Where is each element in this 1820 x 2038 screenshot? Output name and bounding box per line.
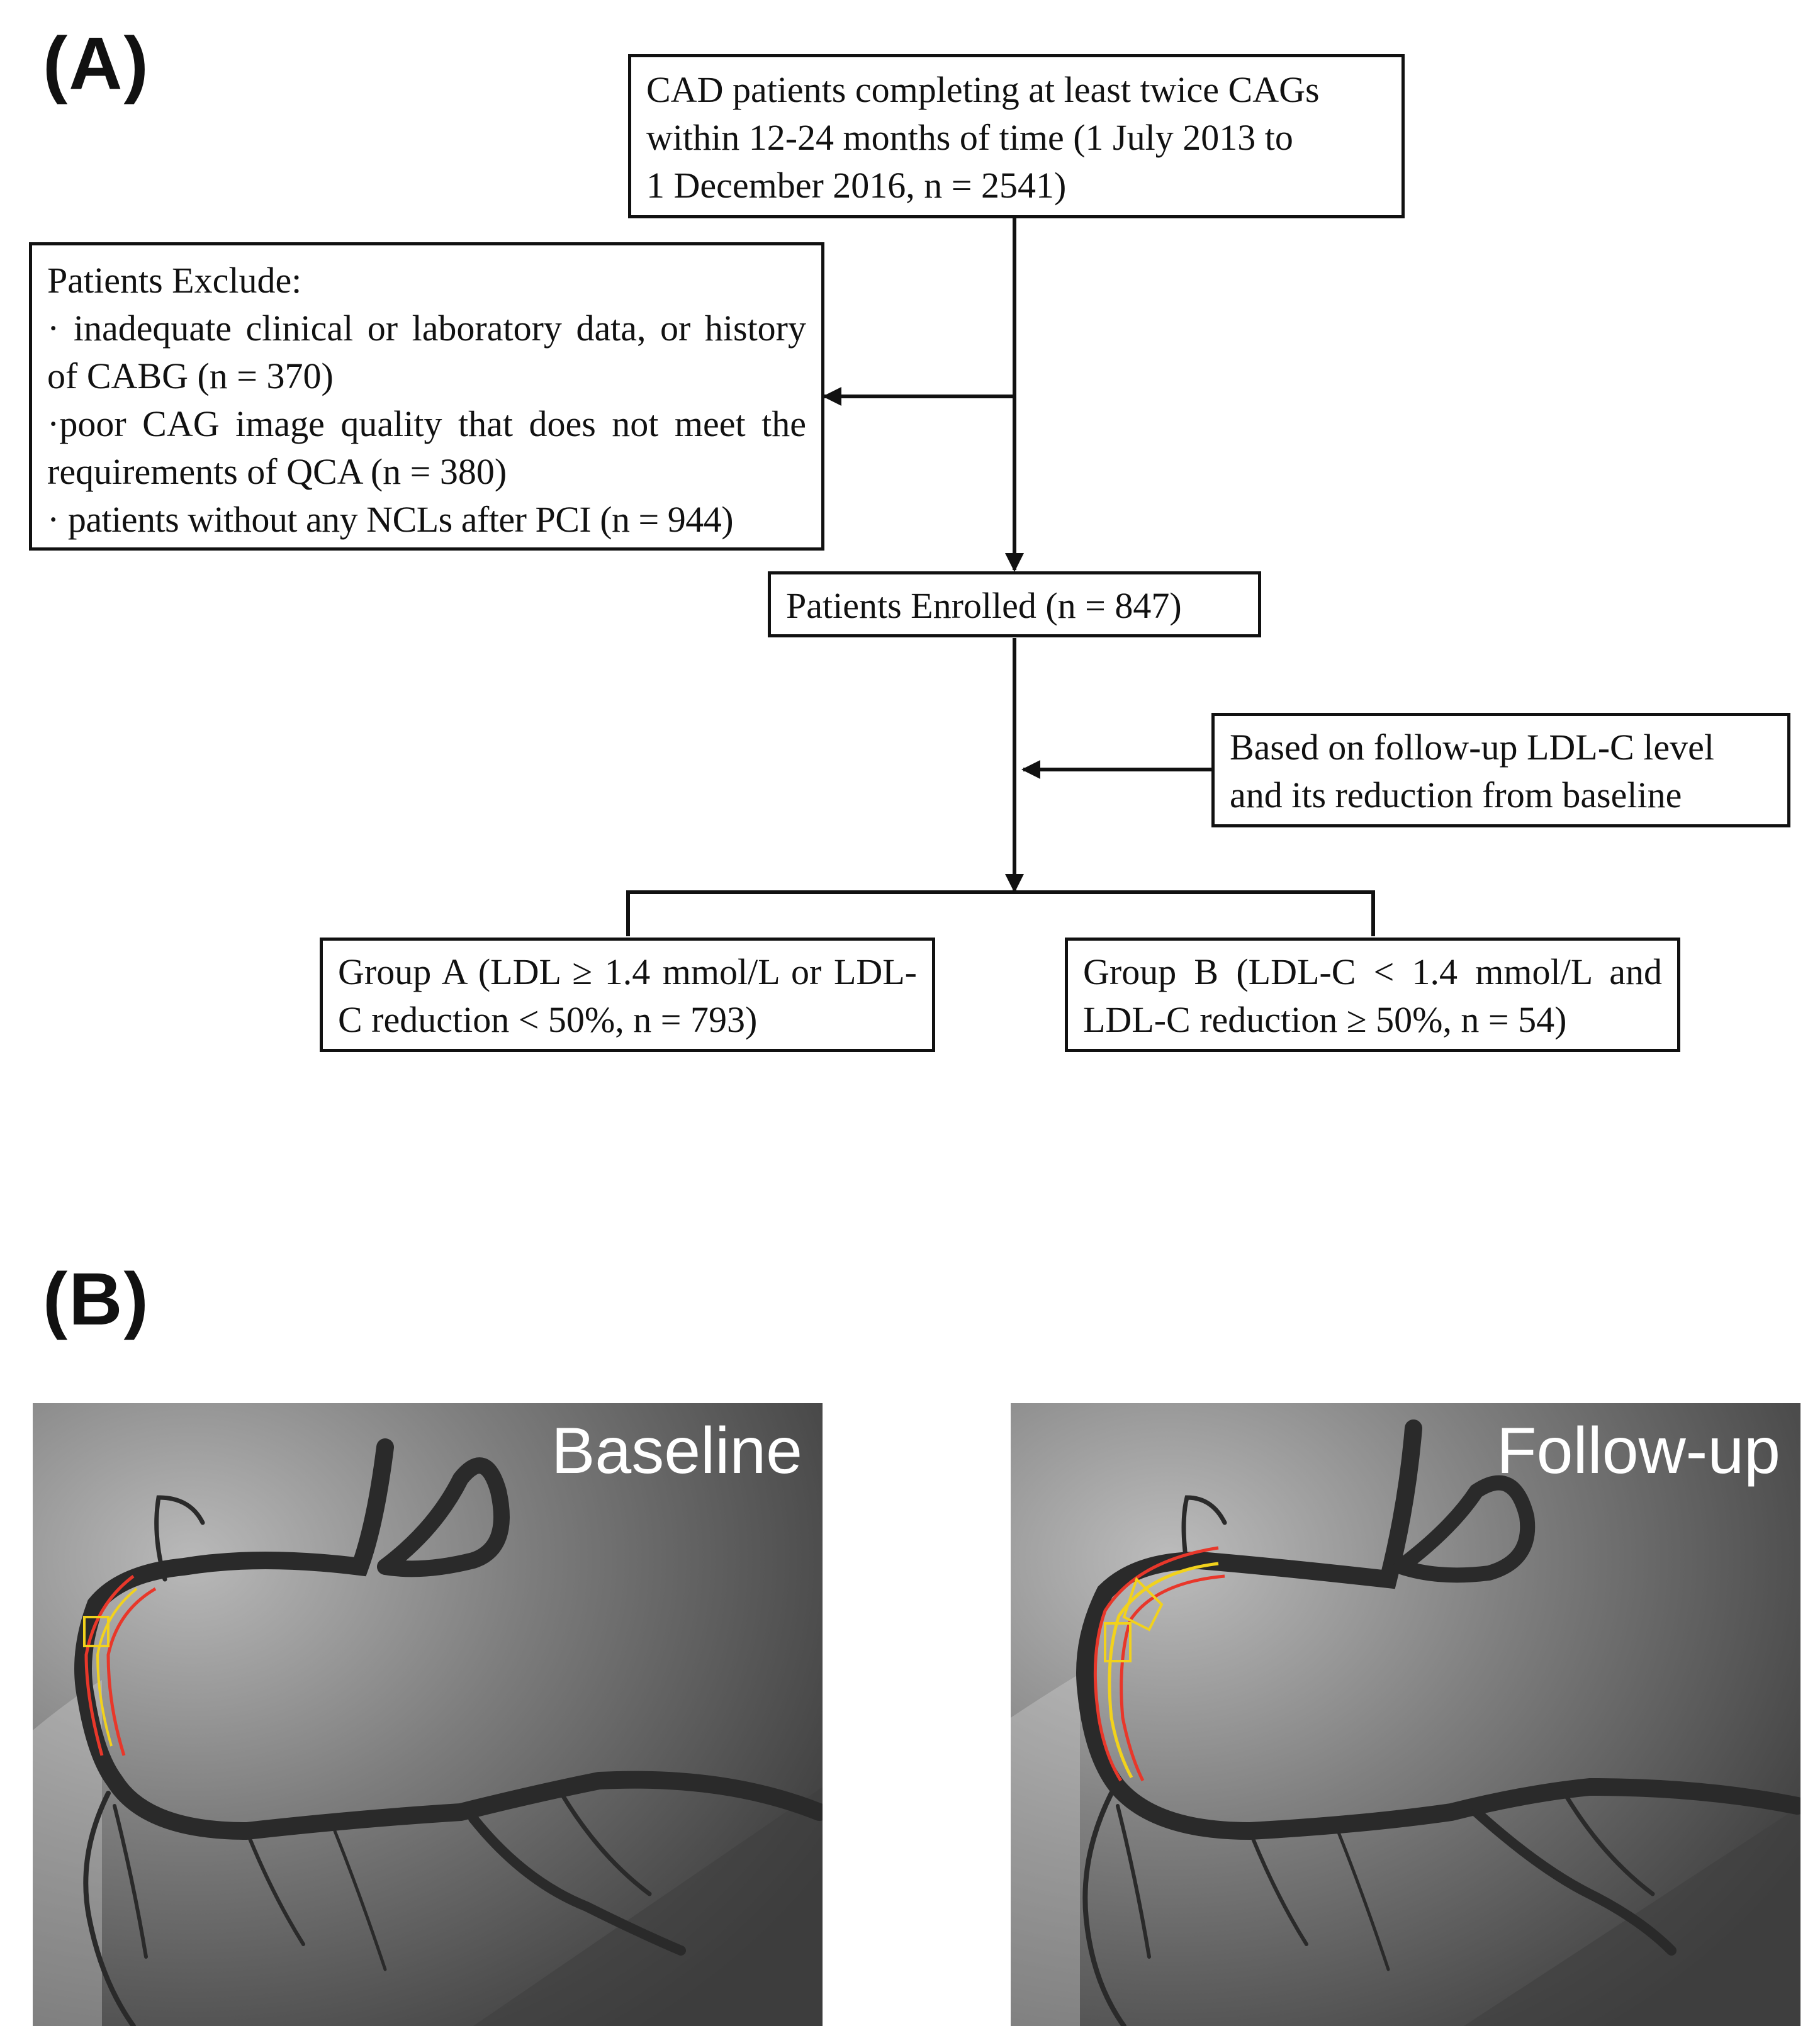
enrolled-text: Patients Enrolled (n = 847) [786,585,1182,626]
group-b-text: Group B (LDL-C < 1.4 mmol/L and LDL-C re… [1083,951,1662,1040]
screening-box: CAD patients completing at least twice C… [628,54,1405,218]
enrolled-box: Patients Enrolled (n = 847) [768,571,1261,637]
angiogram-follow-up-image [1011,1403,1800,2026]
allocation-basis-box: Based on follow-up LDL-C level and its r… [1211,713,1790,827]
screening-line-2: within 12-24 months of time (1 July 2013… [646,117,1293,158]
screening-line-1: CAD patients completing at least twice C… [646,69,1320,110]
angiogram-baseline-image [33,1403,823,2026]
group-b-box: Group B (LDL-C < 1.4 mmol/L and LDL-C re… [1065,938,1680,1052]
screening-line-3: 1 December 2016, n = 2541) [646,165,1067,206]
angiogram-baseline: Baseline [33,1403,823,2026]
panel-b-label: (B) [43,1258,150,1341]
split-bracket [626,890,1375,936]
exclusion-criterion-2: ·poor CAG image quality that does not me… [47,403,806,492]
flowchart-connectors [626,218,1375,936]
angiogram-follow-up-caption: Follow-up [1497,1414,1780,1487]
angiogram-follow-up: Follow-up [1011,1403,1800,2026]
exclusion-criterion-3: · patients without any NCLs after PCI (n… [47,499,734,540]
panel-a-label: (A) [43,22,150,105]
allocation-basis-line-2: and its reduction from baseline [1230,775,1682,815]
exclusion-box: Patients Exclude: · inadequate clinical … [29,242,824,551]
exclusion-heading: Patients Exclude: [47,260,302,301]
group-a-box: Group A (LDL ≥ 1.4 mmol/L or LDL-C reduc… [320,938,935,1052]
allocation-basis-line-1: Based on follow-up LDL-C level [1230,727,1714,768]
exclusion-criterion-1: · inadequate clinical or laboratory data… [47,308,806,396]
group-a-text: Group A (LDL ≥ 1.4 mmol/L or LDL-C reduc… [338,951,917,1040]
angiogram-baseline-caption: Baseline [551,1414,802,1487]
